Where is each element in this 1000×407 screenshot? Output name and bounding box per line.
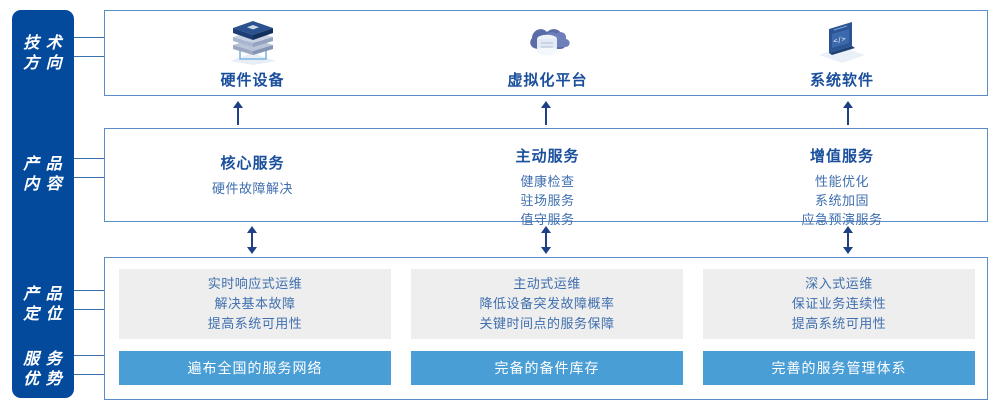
content-line: 性能优化	[814, 174, 869, 189]
positioning-line: 降低设备突发故障概率	[479, 296, 615, 311]
positioning-card-indepth[interactable]: 深入式运维 保证业务连续性 提高系统可用性	[703, 269, 975, 339]
positioning-line: 保证业务连续性	[791, 296, 887, 311]
product-content-panel: 核心服务 硬件故障解决 主动服务 健康检查 驻场服务 值守服务 增值服务 性能优…	[104, 128, 988, 227]
rail-label-line2: 方 向	[23, 55, 63, 72]
rail-item-product-positioning[interactable]: 产 品 定 位	[12, 285, 74, 325]
tech-card-system-software[interactable]: </> 系统软件	[695, 11, 989, 95]
connector-advantage-top	[74, 355, 104, 356]
content-card-value-added-service[interactable]: 增值服务 性能优化 系统加固 应急预演服务	[695, 129, 989, 237]
advantage-bar-spare-parts[interactable]: 完备的备件库存	[411, 351, 683, 385]
arrow-up-system-software	[838, 101, 858, 125]
positioning-card-proactive[interactable]: 主动式运维 降低设备突发故障概率 关键时间点的服务保障	[411, 269, 683, 339]
rail-item-service-advantage[interactable]: 服 务 优 势	[12, 350, 74, 390]
rail-label-line1: 产 品	[23, 286, 63, 303]
tech-card-hardware[interactable]: 硬件设备	[105, 11, 400, 95]
advantage-label: 完备的备件库存	[494, 360, 600, 376]
tech-title: 虚拟化平台	[507, 71, 588, 89]
positioning-card-realtime[interactable]: 实时响应式运维 解决基本故障 提高系统可用性	[119, 269, 391, 339]
positioning-line: 主动式运维	[513, 276, 581, 291]
content-line: 驻场服务	[520, 193, 575, 208]
advantage-bar-service-network[interactable]: 遍布全国的服务网络	[119, 351, 391, 385]
content-card-core-service[interactable]: 核心服务 硬件故障解决	[105, 129, 400, 221]
arrow-up-hardware	[228, 101, 248, 125]
arrow-up-virtualization	[536, 101, 556, 125]
tech-title: 系统软件	[809, 71, 874, 89]
rail-label-line2: 内 容	[23, 176, 63, 193]
advantage-bar-management-system[interactable]: 完善的服务管理体系	[703, 351, 975, 385]
tech-direction-panel: 硬件设备 虚拟化平台	[104, 10, 988, 96]
connector-advantage-bottom	[74, 374, 104, 375]
connector-content-bottom	[74, 177, 104, 178]
arrow-bidirectional-core	[242, 226, 262, 254]
content-card-proactive-service[interactable]: 主动服务 健康检查 驻场服务 值守服务	[400, 129, 695, 237]
content-line: 健康检查	[520, 174, 575, 189]
rail-label-line1: 产 品	[23, 156, 63, 173]
content-heading: 增值服务	[809, 148, 874, 165]
cloud-database-icon	[517, 17, 579, 65]
rail-label-line1: 技 术	[23, 35, 63, 52]
content-heading: 主动服务	[515, 148, 580, 165]
advantage-label: 完善的服务管理体系	[771, 360, 907, 376]
rail-item-tech-direction[interactable]: 技 术 方 向	[12, 34, 74, 74]
connector-content-top	[74, 158, 104, 159]
content-line: 值守服务	[520, 212, 575, 227]
content-heading: 核心服务	[220, 155, 285, 172]
category-rail: 技 术 方 向 产 品 内 容 产 品 定 位 服 务 优 势	[12, 10, 74, 398]
positioning-line: 解决基本故障	[214, 296, 296, 311]
svg-text:</>: </>	[832, 34, 846, 45]
tech-card-virtualization[interactable]: 虚拟化平台	[400, 11, 695, 95]
positioning-line: 提高系统可用性	[791, 316, 887, 331]
code-laptop-icon: </>	[811, 17, 873, 65]
connector-positioning-top	[74, 290, 104, 291]
connector-positioning-bottom	[74, 309, 104, 310]
positioning-line: 深入式运维	[805, 276, 873, 291]
arrow-bidirectional-value-added	[838, 226, 858, 254]
content-line: 系统加固	[814, 193, 869, 208]
rail-item-product-content[interactable]: 产 品 内 容	[12, 155, 74, 195]
content-line: 硬件故障解决	[211, 181, 293, 196]
positioning-line: 提高系统可用性	[207, 316, 303, 331]
connector-tech-top	[74, 37, 104, 38]
server-stack-icon	[222, 17, 284, 65]
positioning-line: 关键时间点的服务保障	[479, 316, 615, 331]
advantage-label: 遍布全国的服务网络	[187, 360, 323, 376]
arrow-bidirectional-proactive	[536, 226, 556, 254]
connector-tech-bottom	[74, 56, 104, 57]
positioning-line: 实时响应式运维	[207, 276, 303, 291]
tech-title: 硬件设备	[220, 71, 285, 89]
rail-label-line1: 服 务	[23, 351, 63, 368]
rail-label-line2: 定 位	[23, 306, 63, 323]
positioning-advantage-panel: 实时响应式运维 解决基本故障 提高系统可用性 主动式运维 降低设备突发故障概率 …	[104, 257, 988, 400]
rail-label-line2: 优 势	[23, 371, 63, 388]
content-line: 应急预演服务	[801, 212, 883, 227]
